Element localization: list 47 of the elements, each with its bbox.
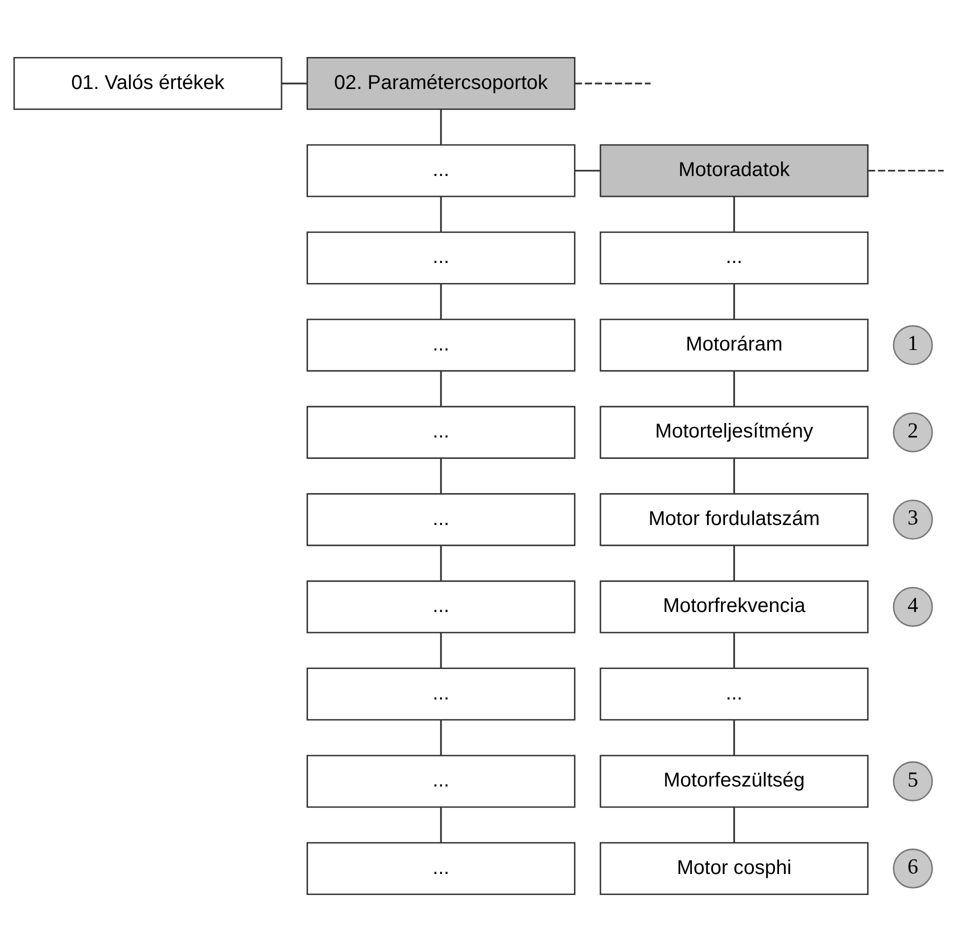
node-circle: 6 — [892, 848, 933, 888]
node-box: ... — [306, 842, 576, 894]
node-circle: 3 — [892, 499, 933, 540]
node-box: 02. Paramétercsoportok — [306, 56, 576, 110]
connector — [440, 632, 442, 668]
node-box: ... — [600, 230, 869, 284]
node-box: ... — [306, 492, 576, 546]
node-box: ... — [600, 667, 869, 720]
node-circle: 5 — [892, 760, 933, 801]
connector — [574, 82, 651, 84]
connector — [440, 370, 442, 406]
connector — [733, 458, 735, 494]
node-circle: 2 — [892, 412, 933, 452]
node-circle: 1 — [892, 324, 933, 365]
connector — [574, 169, 600, 172]
connector — [440, 806, 442, 842]
node-circle: 4 — [892, 586, 933, 626]
connector — [440, 283, 442, 319]
node-box: 01. Valós értékek — [13, 56, 282, 110]
connector — [282, 82, 307, 84]
node-box: ... — [306, 144, 576, 197]
connector — [440, 719, 442, 755]
node-box: ... — [306, 405, 576, 458]
node-box: Motor cosphi — [600, 842, 869, 894]
connector — [440, 544, 442, 580]
node-box: ... — [306, 580, 576, 633]
node-box: Motor fordulatszám — [600, 492, 869, 546]
connector — [733, 283, 735, 319]
node-box: Motorfeszültség — [600, 754, 869, 808]
connector — [868, 169, 944, 172]
node-box: Motorfrekvencia — [600, 580, 869, 633]
connector — [440, 108, 442, 144]
connector — [440, 458, 442, 494]
node-box: Motorteljesítmény — [600, 405, 869, 458]
connector — [733, 370, 735, 406]
connector — [733, 632, 735, 668]
connector — [733, 719, 735, 755]
node-box: ... — [306, 667, 576, 720]
connector — [733, 806, 735, 842]
connector — [440, 196, 442, 232]
node-box: ... — [306, 230, 576, 284]
node-box: ... — [306, 318, 576, 372]
node-box: Motoráram — [600, 318, 869, 372]
connector — [733, 196, 735, 232]
connector — [733, 544, 735, 580]
node-box: Motoradatok — [600, 144, 869, 197]
node-box: ... — [306, 754, 576, 808]
